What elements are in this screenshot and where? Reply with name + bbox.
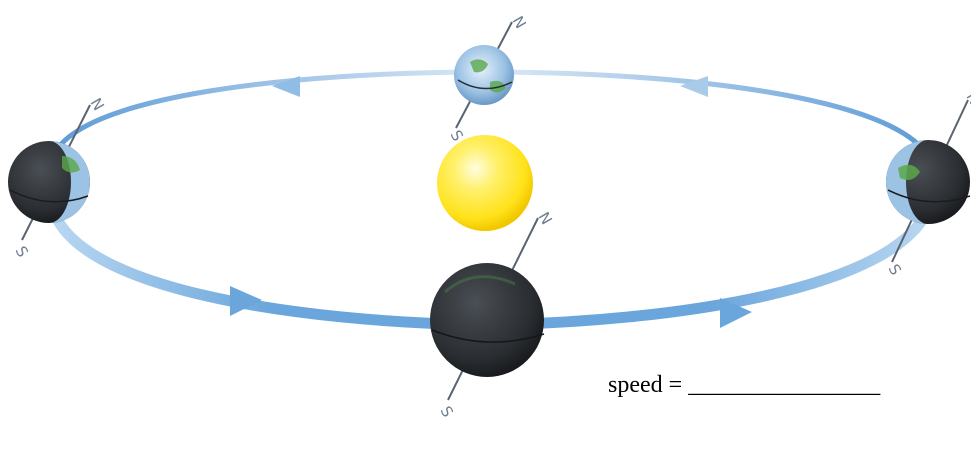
- sun: [437, 135, 533, 231]
- axis-label-south: S: [885, 261, 905, 278]
- axis-label-north: N: [963, 89, 971, 108]
- axis-label-south: S: [437, 403, 457, 420]
- speed-answer-line: speed = ________________: [608, 372, 880, 399]
- axis-label-north: N: [509, 13, 530, 32]
- earth-right: [886, 99, 971, 263]
- orbit-arrow-top-right: [680, 76, 708, 97]
- speed-blank: ________________: [688, 372, 881, 398]
- axis-label-north: N: [87, 95, 108, 114]
- axis-label-south: S: [12, 243, 32, 260]
- axis-label-north: N: [535, 209, 556, 228]
- earth-left: [8, 104, 91, 241]
- speed-label: speed =: [608, 372, 683, 398]
- earth-bottom: [430, 217, 545, 401]
- orbit-arrow-bottom-right: [720, 298, 752, 328]
- orbit-arrow-top-left: [272, 76, 300, 97]
- orbit-arrow-bottom-left: [230, 286, 262, 316]
- earth-top: [454, 21, 514, 129]
